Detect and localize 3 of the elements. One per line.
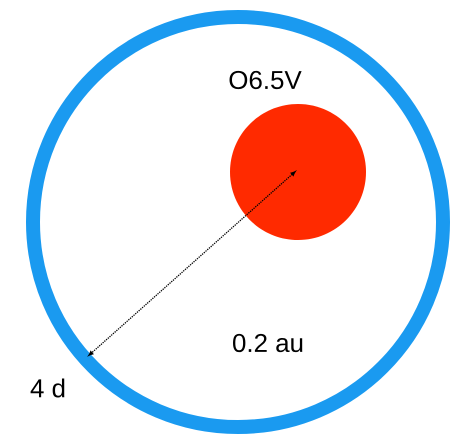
period-label: 4 d bbox=[30, 378, 64, 398]
distance-label: 0.2 au bbox=[233, 334, 302, 352]
star-label: O6.5V bbox=[230, 70, 302, 90]
